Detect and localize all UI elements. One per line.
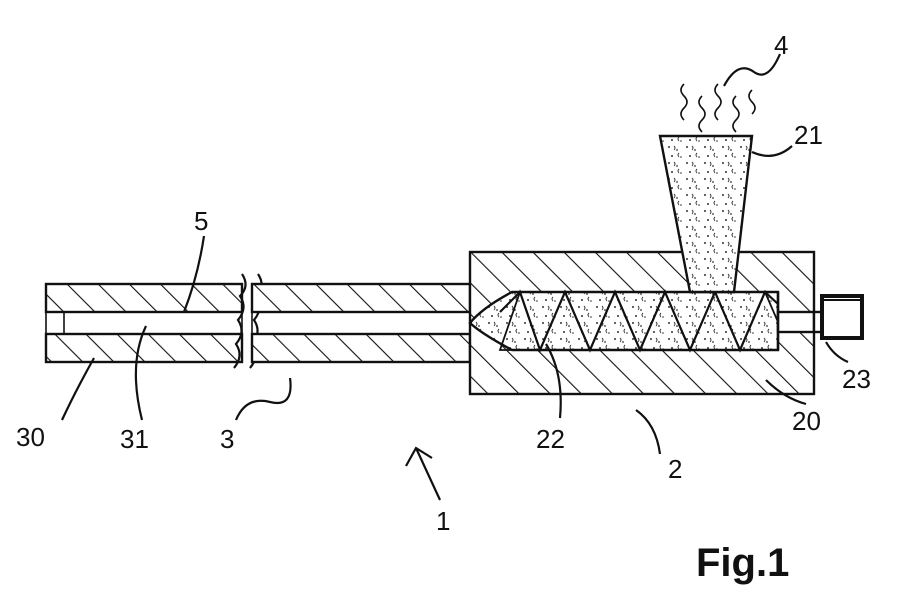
label-31: 31 [120,424,149,454]
leader-21 [752,146,792,156]
tube-wall-top-right [252,284,470,312]
label-5: 5 [194,206,208,236]
figure-caption: Fig.1 [696,541,789,585]
tube-wall-bottom-left [46,334,242,362]
label-22: 22 [536,424,565,454]
label-4: 4 [774,30,788,60]
label-1: 1 [436,506,450,536]
extruder-body [470,252,814,394]
label-3: 3 [220,424,234,454]
drive-motor [814,296,862,338]
leader-3 [236,378,291,420]
leader-23 [826,342,848,362]
leader-4 [724,54,780,86]
label-20: 20 [792,406,821,436]
steam-wisps [681,84,755,132]
tube-wall-top-left [46,284,242,312]
die-tube-right-section [252,284,470,362]
label-2: 2 [668,454,682,484]
label-21: 21 [794,120,823,150]
tube-channel-right [252,312,470,334]
label-30: 30 [16,422,45,452]
leader-2 [636,410,660,454]
label-23: 23 [842,364,871,394]
die-tube-left-section [46,284,242,362]
tube-wall-bottom-right [252,334,470,362]
leader-30 [62,358,94,420]
screw-shaft [778,312,814,332]
